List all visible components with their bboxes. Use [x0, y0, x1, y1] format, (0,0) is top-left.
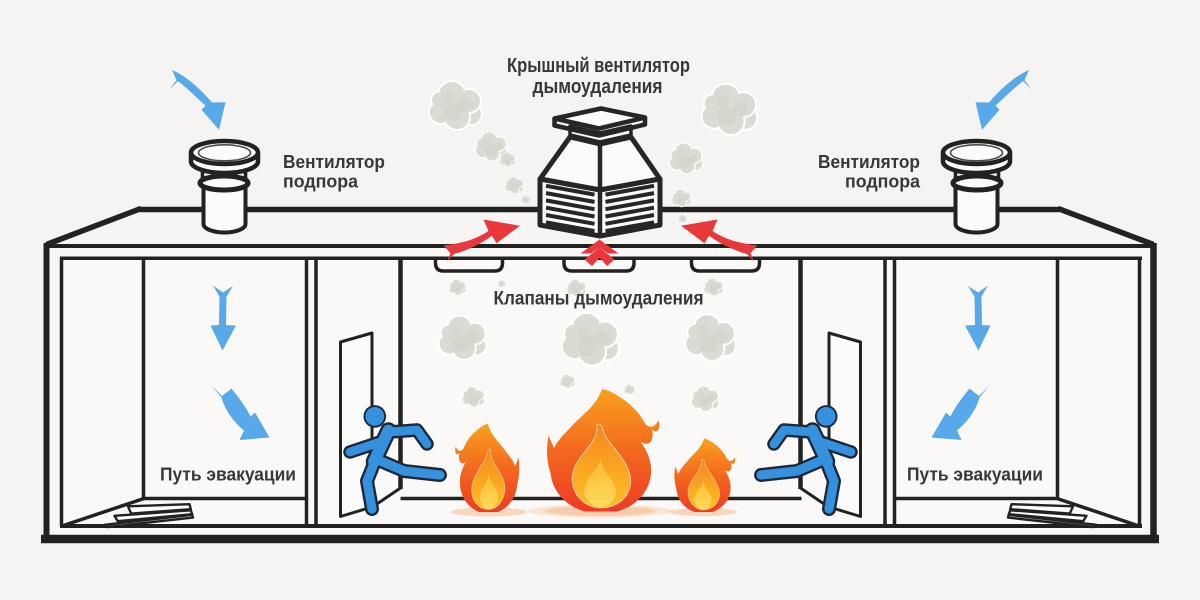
- svg-text:Путь эвакуации: Путь эвакуации: [907, 464, 1043, 484]
- svg-text:Клапаны дымоудаления: Клапаны дымоудаления: [494, 289, 704, 310]
- svg-text:Путь эвакуации: Путь эвакуации: [160, 464, 296, 484]
- svg-text:Вентилятор: Вентилятор: [283, 151, 385, 172]
- svg-text:подпора: подпора: [845, 171, 921, 192]
- svg-text:подпора: подпора: [283, 171, 359, 192]
- svg-text:Вентилятор: Вентилятор: [818, 151, 920, 172]
- svg-text:Крышный вентилятор: Крышный вентилятор: [507, 54, 690, 77]
- svg-text:дымоудаления: дымоудаления: [533, 75, 663, 98]
